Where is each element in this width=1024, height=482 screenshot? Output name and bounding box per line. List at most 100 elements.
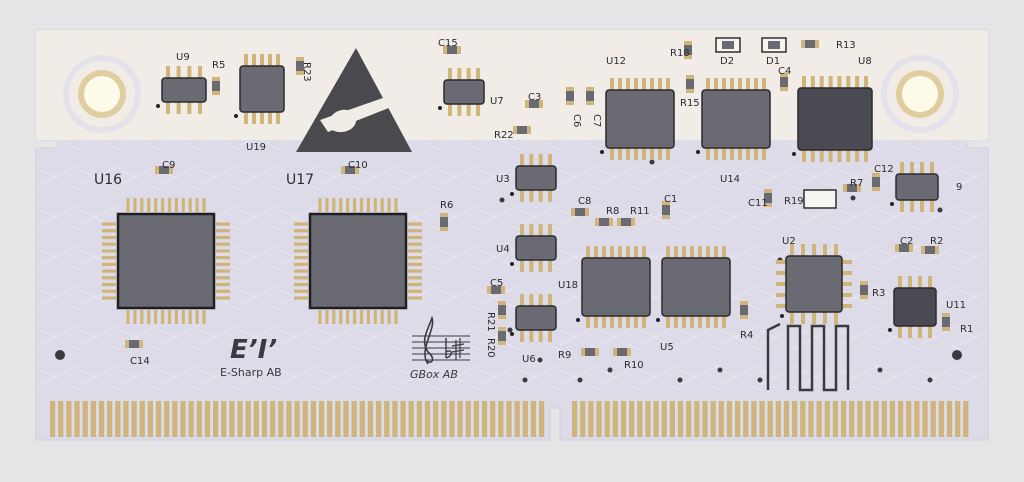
qfp-pin (160, 198, 165, 212)
qfp-pin (366, 198, 370, 212)
qfp-pin (325, 310, 329, 324)
label-c4: C4 (778, 66, 791, 77)
qfp-pin (387, 198, 391, 212)
passive-r5 (212, 77, 220, 95)
ic-pin (920, 200, 924, 212)
qfp-pin (154, 198, 158, 212)
qfp-pin (216, 262, 230, 266)
label-r10: R10 (624, 360, 644, 371)
chip-u6 (510, 294, 557, 342)
label-r20: R20 (485, 338, 496, 358)
edge-pad (131, 401, 137, 437)
edge-pad (824, 401, 830, 437)
pin1-dot (510, 262, 514, 266)
edge-pad (359, 401, 365, 437)
label-c11: C11 (748, 198, 768, 209)
ic-pin (538, 190, 543, 202)
passive-r21 (498, 301, 506, 319)
ic-pin (457, 104, 462, 116)
qfp-pin (318, 198, 322, 212)
pin1-dot (576, 318, 580, 322)
qfp-pin (408, 296, 422, 300)
qfp-pin (102, 262, 116, 266)
qfp-pin (294, 269, 308, 273)
label-r19: R19 (784, 196, 804, 207)
ic-pin (754, 78, 758, 90)
qfp-pin (216, 276, 230, 280)
chip-u17 (294, 198, 422, 324)
qfp-pin (195, 198, 199, 212)
ic-pin (722, 316, 726, 328)
pin1-dot (656, 318, 660, 322)
passive-r3 (860, 281, 868, 299)
qfp-pin (126, 198, 130, 212)
chip-u2 (776, 244, 852, 324)
qfp-pin (216, 269, 230, 273)
label-c9: C9 (162, 160, 175, 171)
qfp-pin (216, 256, 230, 260)
resistor-r19-outline (803, 189, 837, 209)
edge-pad (286, 401, 292, 437)
ic-pin (538, 260, 543, 272)
edge-pad (302, 401, 308, 437)
qfp-pin (133, 198, 137, 212)
ic-pin (538, 294, 543, 306)
edge-pad (718, 401, 724, 437)
passive-r7 (843, 184, 861, 192)
edge-pad (74, 401, 80, 437)
passive-r18 (684, 41, 692, 59)
label-u8: U8 (858, 56, 872, 67)
pin1-dot (600, 150, 604, 154)
ic-pin (198, 66, 202, 78)
ic-pin (529, 260, 534, 272)
ic-pin (548, 224, 552, 236)
ic-pin (930, 200, 934, 212)
qfp-pin (332, 198, 336, 212)
ic-pin (746, 148, 750, 160)
edge-pad (58, 401, 64, 437)
ic-body (701, 89, 771, 149)
passive-c3 (525, 100, 543, 108)
ic-pin (466, 104, 471, 116)
label-edge: 9 (956, 182, 962, 193)
passive-c12 (872, 173, 880, 191)
label-r18: R18 (670, 48, 690, 59)
ic-packages (156, 54, 939, 342)
edge-pad (213, 401, 219, 437)
edge-pad (506, 401, 512, 437)
qfp-pin (102, 222, 116, 226)
edge-connector-left (50, 401, 545, 437)
ic-pin (819, 76, 824, 88)
qfp-pin (174, 198, 178, 212)
ic-pin (810, 76, 815, 88)
edge-pad (123, 401, 129, 437)
qfp-pin (216, 289, 230, 293)
ic-pin (714, 148, 718, 160)
ic-pin (268, 112, 272, 124)
ic-pin (754, 148, 758, 160)
qfp-pin (102, 235, 116, 240)
edge-pad (376, 401, 382, 437)
edge-pad (637, 401, 643, 437)
ic-pin (520, 154, 524, 166)
edge-pad (604, 401, 610, 437)
ic-pin (746, 78, 750, 90)
edge-pad (473, 401, 479, 437)
ic-pin (626, 78, 630, 90)
ic-body (515, 235, 557, 261)
edge-pad (783, 401, 790, 437)
edge-pad (955, 401, 961, 437)
ic-pin (658, 78, 662, 90)
ic-pin (166, 66, 170, 78)
passive-c5 (487, 286, 505, 294)
label-r13: R13 (836, 40, 856, 51)
pin1-dot (696, 150, 700, 154)
ic-pin (198, 102, 202, 114)
passive-r1 (942, 313, 950, 331)
ic-body (239, 65, 285, 113)
edge-pad (50, 401, 56, 437)
qfp-pin (408, 276, 422, 280)
qfp-pin (202, 310, 206, 324)
ic-pin (548, 260, 552, 272)
